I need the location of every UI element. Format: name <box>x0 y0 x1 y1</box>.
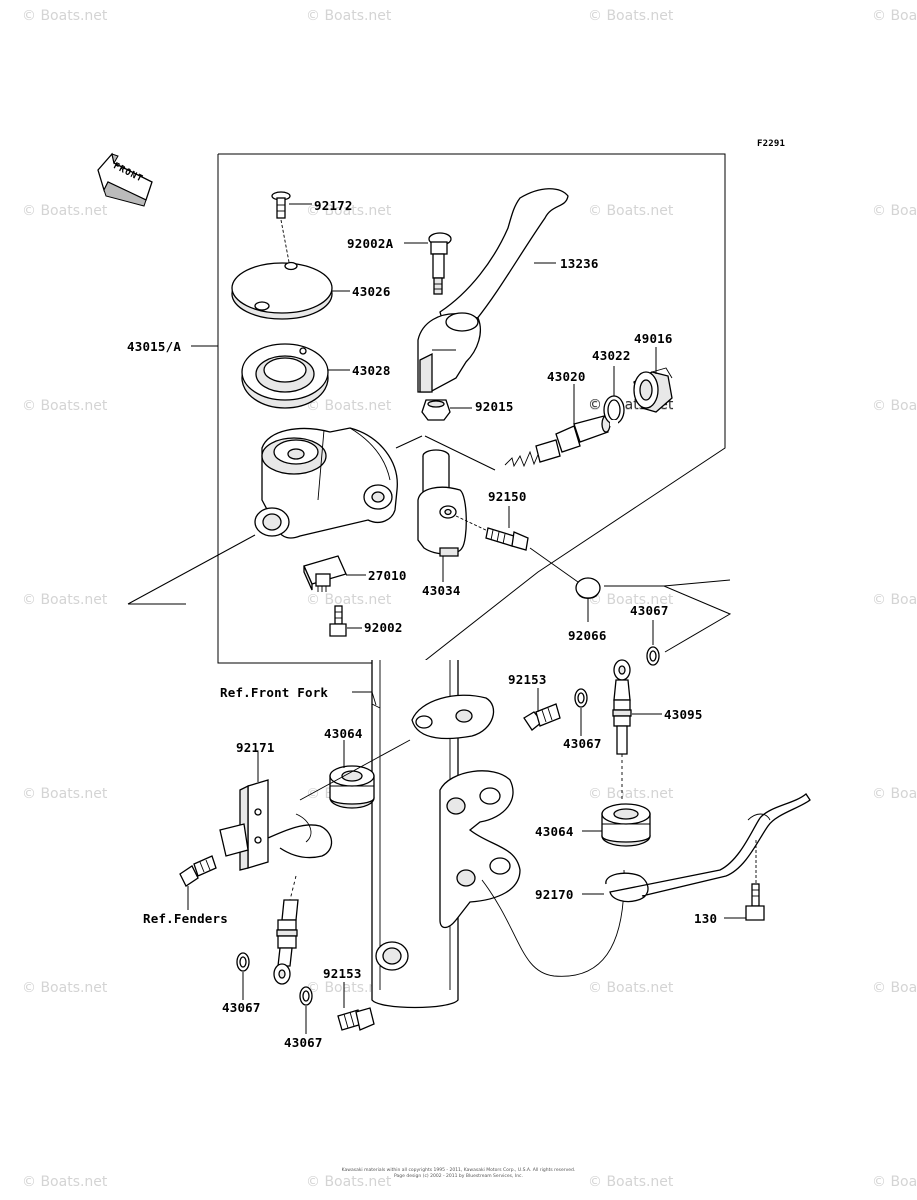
part-43028-diaphragm <box>241 343 329 409</box>
label-49016: 49016 <box>634 331 673 346</box>
watermark-text: © Boats.net <box>872 592 917 608</box>
label-43022: 43022 <box>592 348 631 363</box>
part-92002-screw <box>329 605 347 637</box>
lower-banjo-hose <box>273 875 299 985</box>
watermark-text: © Boats.net <box>588 8 674 24</box>
watermark-text: © Boats.net <box>22 592 108 608</box>
label-27010: 27010 <box>368 568 407 583</box>
part-43020-piston <box>504 415 611 468</box>
part-92172-screw <box>271 191 291 219</box>
watermark-text: © Boats.net <box>306 1174 392 1190</box>
label-43020: 43020 <box>547 369 586 384</box>
label-43095: 43095 <box>664 707 703 722</box>
label-43067-c: 43067 <box>222 1000 261 1015</box>
part-43067-washer-bottom <box>299 986 313 1006</box>
front-fork-leg <box>371 660 521 1009</box>
watermark-text: © Boats.net <box>872 1174 917 1190</box>
part-43034-clamp <box>417 449 467 557</box>
copyright-line-2: Page design (c) 2002 - 2011 by Bluestrea… <box>394 1174 523 1179</box>
part-27010-switch <box>303 555 347 592</box>
watermark-text: © Boats.net <box>872 398 917 414</box>
part-92002a-bolt <box>428 232 452 295</box>
diagram-code: F2291 <box>757 139 786 149</box>
part-92153-bolt-top <box>523 703 561 731</box>
watermark-text: © Boats.net <box>306 398 392 414</box>
label-43026: 43026 <box>352 284 391 299</box>
watermark-text: © Boats.net <box>306 8 392 24</box>
part-43064-grommet-left <box>329 765 375 809</box>
watermark-text: © Boats.net <box>872 8 917 24</box>
fender-bolt <box>179 855 217 887</box>
label-92002a: 92002A <box>347 236 394 251</box>
label-92170: 92170 <box>535 887 574 902</box>
label-130: 130 <box>694 911 718 926</box>
part-43067-washer-lower-left <box>236 952 250 972</box>
watermark-text: © Boats.net <box>22 980 108 996</box>
watermark-text: © Boats.net <box>306 592 392 608</box>
label-92066: 92066 <box>568 628 607 643</box>
watermark-text: © Boats.net <box>588 786 674 802</box>
label-43034: 43034 <box>422 583 461 598</box>
part-43067-washer-top <box>646 646 660 666</box>
label-ref-fork: Ref.Front Fork <box>220 685 329 700</box>
label-92172: 92172 <box>314 198 353 213</box>
watermark-text: © Boats.net <box>588 592 674 608</box>
part-43067-washer-mid <box>574 688 588 708</box>
front-arrow-icon <box>97 152 153 207</box>
part-92170-clamp <box>605 793 811 903</box>
part-92171-bracket <box>219 779 333 871</box>
watermark-text: © Boats.net <box>588 203 674 219</box>
watermark-text: © Boats.net <box>22 1174 108 1190</box>
part-master-cylinder-body <box>254 427 398 539</box>
watermark-text: © Boats.net <box>22 203 108 219</box>
watermark-text: © Boats.net <box>306 980 392 996</box>
watermark-text: © Boats.net <box>588 980 674 996</box>
part-92150-bolt <box>485 527 529 551</box>
assembly-boundary <box>127 153 726 664</box>
watermark-text: © Boats.net <box>872 980 917 996</box>
label-92015: 92015 <box>475 399 514 414</box>
watermark-text: © Boats.net <box>588 1174 674 1190</box>
watermark-text: © Boats.net <box>872 203 917 219</box>
watermark-text: © Boats.net <box>872 786 917 802</box>
part-43064-grommet-right <box>601 803 651 847</box>
label-92153-a: 92153 <box>508 672 547 687</box>
part-43026-cap <box>231 261 333 320</box>
part-49016-boot <box>633 367 673 413</box>
label-43064-a: 43064 <box>324 726 363 741</box>
label-43064-b: 43064 <box>535 824 574 839</box>
watermark-text: © Boats.net <box>22 786 108 802</box>
label-43028: 43028 <box>352 363 391 378</box>
label-92002: 92002 <box>364 620 403 635</box>
label-43067-d: 43067 <box>284 1035 323 1050</box>
label-43067-b: 43067 <box>563 736 602 751</box>
part-130-bolt <box>745 883 765 921</box>
label-13236: 13236 <box>560 256 599 271</box>
watermark-text: © Boats.net <box>22 398 108 414</box>
watermark-text: © Boats.net <box>306 203 392 219</box>
part-13236-lever <box>417 188 569 393</box>
label-92171: 92171 <box>236 740 275 755</box>
part-92153-bolt-bottom <box>337 1007 375 1031</box>
label-43067-a: 43067 <box>630 603 669 618</box>
label-43015a: 43015/A <box>127 339 182 354</box>
label-92153-b: 92153 <box>323 966 362 981</box>
part-43022-circlip <box>603 395 625 426</box>
part-92066-cap <box>575 577 601 599</box>
label-92150: 92150 <box>488 489 527 504</box>
copyright-line-1: Kawasaki materials within all copyrights… <box>341 1168 576 1173</box>
label-ref-fenders: Ref.Fenders <box>143 911 228 926</box>
watermark-text: © Boats.net <box>22 8 108 24</box>
brake-hose-line <box>481 869 625 977</box>
part-43095-hose <box>612 659 632 800</box>
part-92015-nut <box>421 399 451 421</box>
